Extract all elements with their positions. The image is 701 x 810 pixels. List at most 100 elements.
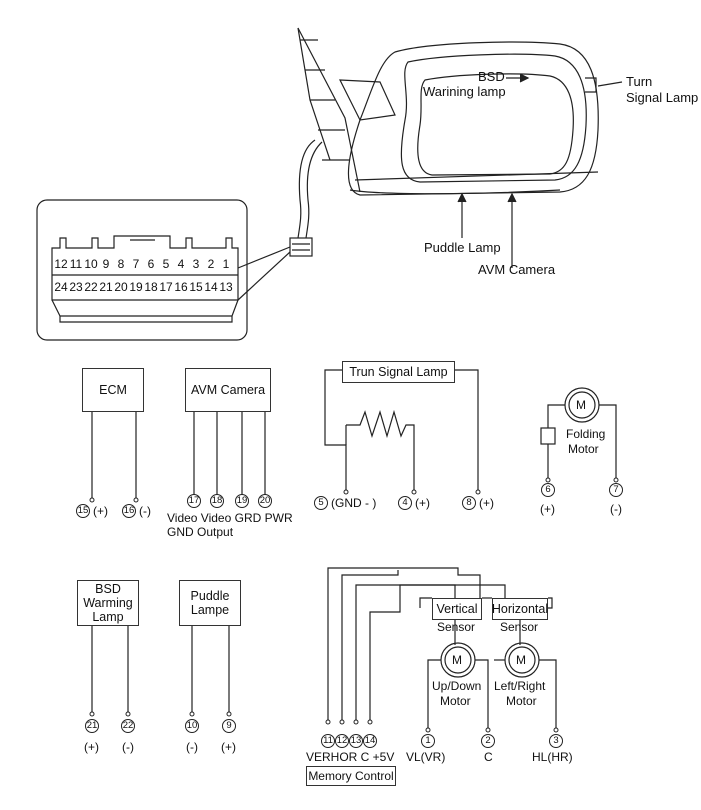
turn-label: Turn (626, 74, 653, 89)
bsd-label-1: BSD (95, 582, 121, 596)
avm-camera-box: AVM Camera (185, 368, 271, 412)
connector-inset (36, 199, 248, 341)
pin-22-label: (-) (122, 740, 134, 754)
pin-15: 15 (76, 504, 90, 518)
leftright-motor-label: Motor (506, 694, 537, 708)
connector-pin: 6 (147, 257, 155, 271)
pin-5-label: (GND - ) (331, 496, 377, 510)
pin-11: 11 (321, 734, 335, 748)
memory-control-box: Memory Control (306, 766, 396, 786)
avm-pin-labels: Video Video GRD PWR (167, 511, 293, 525)
pin-5: 5 (314, 496, 328, 510)
connector-pin: 12 (54, 257, 68, 271)
turn-signal-lamp-box: Trun Signal Lamp (342, 361, 455, 383)
avm-camera-box-label: AVM Camera (190, 383, 266, 397)
mirror-illustration (237, 27, 623, 301)
pin-22: 22 (121, 719, 135, 733)
connector-pin: 13 (219, 280, 233, 294)
warning-lamp-label: Warining lamp (423, 84, 506, 99)
avm-camera-label: AVM Camera (478, 262, 556, 277)
turn-signal-lamp-label: Trun Signal Lamp (349, 365, 448, 379)
pin-2: 2 (481, 734, 495, 748)
bsd-puddle-wires (91, 626, 230, 712)
connector-pin: 8 (117, 257, 125, 271)
pin-7-label: (-) (610, 502, 622, 516)
pin-13: 13 (349, 734, 363, 748)
pin-14: 14 (363, 734, 377, 748)
pin-10: 10 (185, 719, 199, 733)
pin-4-label: (+) (415, 496, 430, 510)
pin-1: 1 (421, 734, 435, 748)
connector-pin: 14 (204, 280, 218, 294)
connector-pin: 11 (69, 257, 83, 271)
horizontal-sensor-box: Horizontal (492, 598, 548, 620)
connector-pin: 1 (222, 257, 230, 271)
pin-3: 3 (549, 734, 563, 748)
horizontal-sensor-label: Sensor (500, 620, 539, 634)
memory-pin-labels: VERHOR C +5V (306, 750, 395, 764)
pin-16-label: (-) (139, 504, 151, 518)
connector-pin: 7 (132, 257, 140, 271)
connector-pin: 21 (99, 280, 113, 294)
updown-motor-label: Motor (440, 694, 471, 708)
ecm-wires (91, 412, 137, 498)
avm-wires (193, 412, 266, 497)
pin-9: 9 (222, 719, 236, 733)
puddle-label-2: Lampe (190, 603, 230, 617)
pin-1-label: VL(VR) (406, 750, 446, 764)
pin-17: 17 (187, 494, 201, 508)
puddle-label-1: Puddle (190, 589, 230, 603)
horizontal-label: Horizontal (491, 602, 549, 616)
connector-pin: 16 (174, 280, 188, 294)
pin-4: 4 (398, 496, 412, 510)
ecm-box: ECM (82, 368, 144, 412)
memory-control-label: Memory Control (308, 769, 394, 783)
connector-pin: 24 (54, 280, 68, 294)
bsd-label-3: Lamp (92, 610, 124, 624)
vertical-sensor-label: Sensor (437, 620, 476, 634)
connector-pin: 20 (114, 280, 128, 294)
leftright-motor-symbol: M (516, 653, 526, 667)
connector-pin: 18 (144, 280, 158, 294)
memory-wires (327, 567, 557, 728)
pin-6-label: (+) (540, 502, 555, 516)
connector-pin: 10 (84, 257, 98, 271)
leftright-label: Left/Right (494, 679, 546, 693)
pin-16: 16 (122, 504, 136, 518)
folding-label: Folding (566, 427, 606, 441)
pin-15-label: (+) (93, 504, 108, 518)
pin-2-label: C (484, 750, 493, 764)
connector-pin: 19 (129, 280, 143, 294)
updown-label: Up/Down (432, 679, 482, 693)
folding-motor-symbol: M (576, 398, 586, 412)
bsd-label-2: Warming (83, 596, 133, 610)
pin-10-label: (-) (186, 740, 198, 754)
pin-20: 20 (258, 494, 272, 508)
signal-lamp-label: Signal Lamp (626, 90, 699, 105)
connector-pin: 3 (192, 257, 200, 271)
puddle-lamp-label: Puddle Lamp (424, 240, 501, 255)
pin-21-label: (+) (84, 740, 99, 754)
vertical-label: Vertical (436, 602, 478, 616)
pin-6: 6 (541, 483, 555, 497)
pin-8-label: (+) (479, 496, 494, 510)
bsd-label: BSD (478, 69, 505, 84)
pin-9-label: (+) (221, 740, 236, 754)
connector-pin: 4 (177, 257, 185, 271)
ecm-label: ECM (99, 383, 127, 397)
pin-18: 18 (210, 494, 224, 508)
connector-pin: 17 (159, 280, 173, 294)
turn-signal-wires (324, 369, 479, 490)
connector-pin: 5 (162, 257, 170, 271)
pin-3-label: HL(HR) (532, 750, 573, 764)
pin-12: 12 (335, 734, 349, 748)
connector-pin: 9 (102, 257, 110, 271)
pin-21: 21 (85, 719, 99, 733)
avm-pin-labels-2: GND Output (167, 525, 234, 539)
connector-pin: 22 (84, 280, 98, 294)
vertical-sensor-box: Vertical (432, 598, 482, 620)
bsd-warming-lamp-box: BSD Warming Lamp (77, 580, 139, 626)
connector-pin: 15 (189, 280, 203, 294)
pin-7: 7 (609, 483, 623, 497)
